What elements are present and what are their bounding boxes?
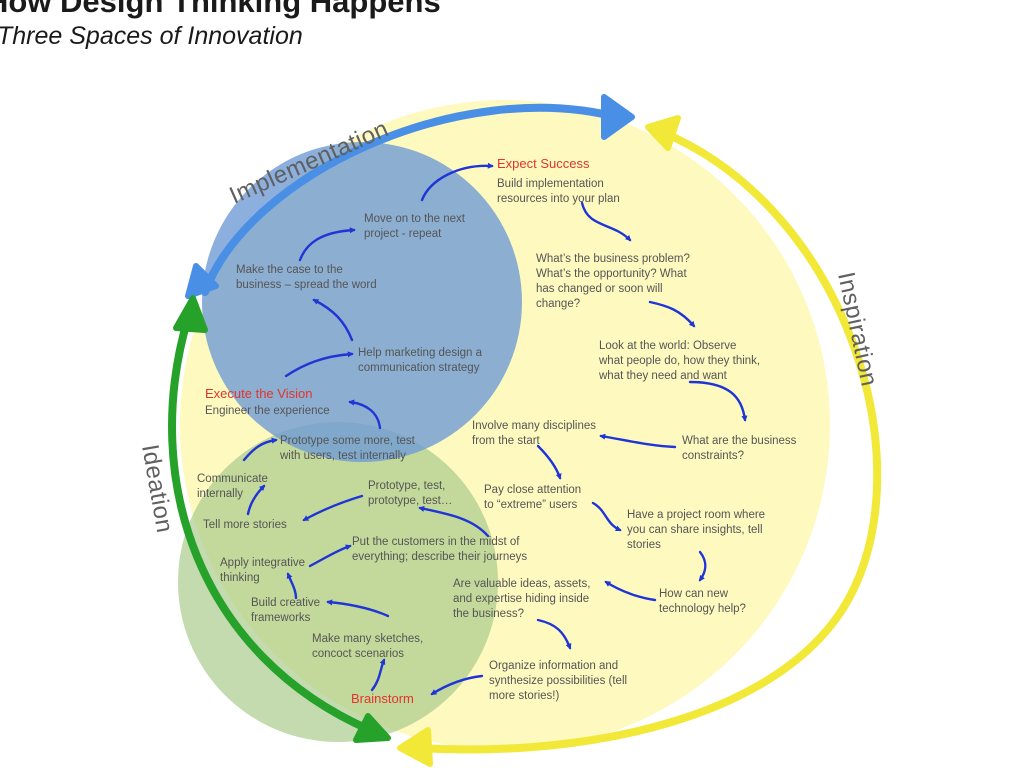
flow-arrow [312,298,354,342]
svg-text:Make many sketches,concoct sce: Make many sketches,concoct scenarios [312,633,423,660]
flow-arrow [348,399,382,430]
flow-arrow [326,599,390,618]
svg-text:Are valuable ideas, assets,and: Are valuable ideas, assets,and expertise… [453,578,590,620]
svg-text:Execute the Vision: Execute the Vision [205,386,312,401]
flow-arrow [298,227,356,262]
svg-text:Brainstorm: Brainstorm [351,691,414,706]
svg-text:Prototype, test,prototype, tes: Prototype, test,prototype, test… [368,480,452,507]
flow-arrow [536,618,572,650]
flow-arrow [591,501,622,532]
flow-arrow [430,674,484,696]
flow-arrow [418,505,490,538]
step-more-stories: Tell more stories [203,519,287,531]
inspiration-label: Inspiration [832,270,883,389]
flow-arrow [242,437,278,462]
step-brainstorm: Brainstorm [351,691,414,706]
flow-arrow [604,580,657,602]
flow-arrow [688,380,748,422]
flow-arrow [308,544,352,568]
flow-arrows [242,162,748,696]
flow-arrow [302,494,364,522]
flow-arrow [420,162,494,202]
flow-arrow [599,433,677,449]
step-hidden-ideas: Are valuable ideas, assets,and expertise… [453,578,590,620]
step-business-problem: What’s the business problem?What’s the o… [536,253,690,310]
flow-arrow [284,351,354,378]
flow-arrow [536,444,562,480]
svg-text:Engineer the experience: Engineer the experience [205,405,330,417]
flow-arrow [580,201,632,242]
flow-arrow [370,658,386,692]
svg-text:Tell more stories: Tell more stories [203,519,287,531]
implementation-arrow [185,94,635,299]
step-sketches: Make many sketches,concoct scenarios [312,633,423,660]
page-subtitle: Three Spaces of Innovation [0,22,303,50]
implementation-circle [202,142,522,462]
inspiration-arrow [397,115,882,767]
flow-arrow [648,300,696,328]
svg-text:Expect Success: Expect Success [497,156,590,171]
svg-text:What’s the business problem?Wh: What’s the business problem?What’s the o… [536,253,690,310]
flow-arrow [286,572,298,600]
ideation-circle [178,422,498,742]
flow-arrow [246,484,266,516]
step-prototype-test: Prototype, test,prototype, test… [368,480,452,507]
flow-arrow [698,550,707,582]
svg-text:Put the customers in the midst: Put the customers in the midst ofeveryth… [352,536,527,563]
page-title: How Design Thinking Happens [0,0,441,19]
step-execute-vision: Execute the Vision Engineer the experien… [205,386,330,417]
ideation-arrow [168,295,391,743]
